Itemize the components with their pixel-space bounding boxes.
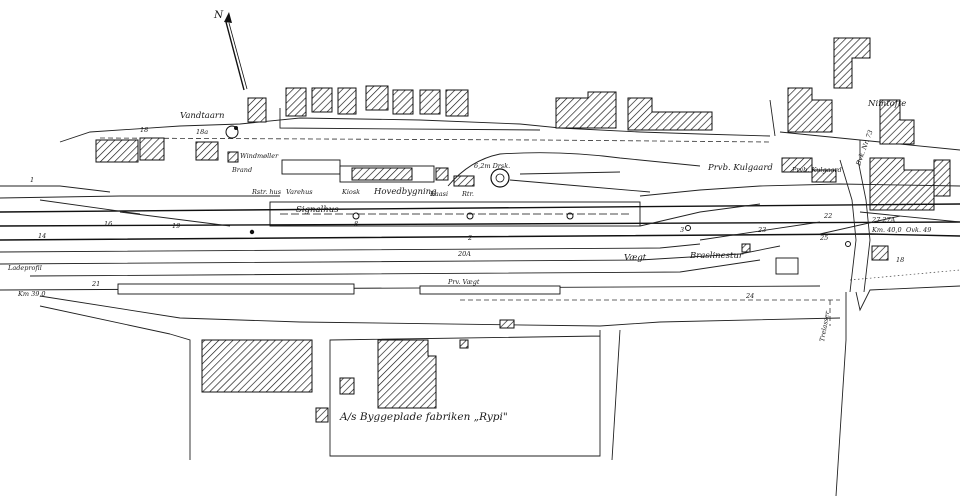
- label-brandkur: Braslinestur: [689, 251, 744, 261]
- label-16: 16: [104, 220, 112, 228]
- label-kaasi: Kaasi: [429, 190, 448, 198]
- label-8: 8: [354, 220, 358, 228]
- signal-markers: [234, 126, 851, 247]
- label-varehus: Varehus: [286, 188, 313, 196]
- label-19: 19: [172, 222, 180, 230]
- label-20a: 20A: [457, 250, 471, 258]
- label-14: 14: [38, 232, 46, 240]
- label-3: 3: [680, 226, 684, 234]
- label-18b: 18: [896, 256, 904, 264]
- label-1: 1: [30, 176, 34, 184]
- factory-buildings: [201, 319, 515, 423]
- label-nimtofte: Nimtofte: [867, 99, 906, 109]
- label-prv-vaegt: Prv. Vægt: [447, 278, 480, 286]
- label-signalhus: Signalhus: [296, 205, 339, 215]
- road-crossing: [839, 159, 871, 293]
- label-24: 24: [745, 292, 754, 300]
- station-buildings: [95, 125, 889, 261]
- turntable: [447, 152, 701, 193]
- label-vindmoller: Windmøller: [240, 152, 279, 160]
- label-trelasser: Trelasser: [818, 310, 831, 343]
- label-km: Km 39,0: [17, 290, 46, 298]
- label-ovk: Ovk. 49: [906, 226, 931, 234]
- label-27-27a: 27 27A: [871, 216, 896, 224]
- street-houses: [247, 37, 951, 211]
- label-vandtaarn: Vandtaarn: [180, 111, 224, 121]
- label-brand: Brand: [231, 166, 252, 174]
- label-prvb-kulgaard: Prvb. Kulgaard: [707, 163, 773, 173]
- label-23: 23: [757, 226, 766, 234]
- label-rtr: Rtr.: [461, 190, 474, 198]
- label-22: 22: [823, 212, 832, 220]
- label-hovedbygning: Hovedbygning: [373, 187, 437, 197]
- label-vandtaarn-no: 18a: [196, 128, 208, 136]
- label-vaerksted: Rstr. hus: [251, 188, 282, 196]
- label-km-right: Km. 40,0: [871, 226, 902, 234]
- lower-yard: [39, 257, 960, 496]
- label-ladeprofil: Ladeprofil: [7, 264, 42, 272]
- label-vaegt: Vægt: [624, 253, 647, 263]
- label-18: 18: [140, 126, 148, 134]
- label-25: 25: [819, 234, 828, 242]
- label-drejeskive: 6,2m Drsk.: [474, 162, 510, 170]
- north-arrow-icon: N: [213, 9, 248, 91]
- main-tracks: [0, 183, 960, 291]
- label-prvb-kulgaard-2: Prvb. Kulgaard: [791, 166, 842, 174]
- label-21: 21: [91, 280, 100, 288]
- label-fabrik: A/s Byggeplade fabriken „Rypi": [339, 411, 508, 423]
- label-kiosk: Kiosk: [341, 188, 360, 196]
- north-label: N: [213, 9, 224, 21]
- label-2: 2: [467, 234, 472, 242]
- upper-street: [59, 99, 960, 160]
